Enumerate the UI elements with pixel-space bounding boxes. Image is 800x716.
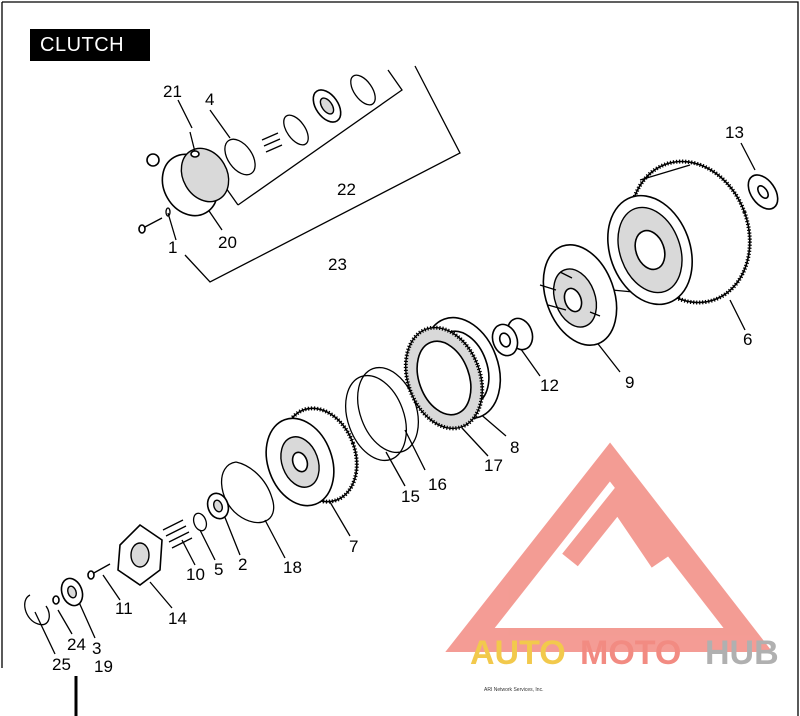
callout-1: 1 [168, 238, 177, 257]
copyright-text: ARI Network Services, Inc. [484, 687, 543, 693]
callout-14: 14 [168, 609, 187, 628]
callout-25: 25 [52, 655, 71, 674]
part-6-clutch-shell [607, 159, 752, 306]
callout-18: 18 [283, 558, 302, 577]
part-16-ring [357, 366, 419, 454]
part-24-pin [52, 595, 60, 605]
bracket-22 [237, 69, 403, 206]
watermark-moto: MOTO [580, 634, 681, 672]
callout-2: 2 [238, 555, 247, 574]
part-13-washer [747, 174, 779, 210]
callout-19: 19 [94, 657, 113, 676]
callout-20: 20 [218, 233, 237, 252]
callout-7: 7 [349, 537, 358, 556]
part-18-retaining-ring [220, 461, 275, 524]
part-9-clutch-hub [539, 243, 618, 347]
watermark-auto: AUTO [470, 634, 566, 672]
diagram-title: CLUTCH [30, 29, 150, 61]
part-4-oring [224, 138, 256, 176]
watermark-logo [445, 442, 773, 652]
callout-9: 9 [625, 373, 634, 392]
part-21-fitting [189, 131, 200, 158]
callout-labels: 21 4 1 20 22 23 13 6 9 12 8 17 16 15 7 1… [52, 82, 752, 676]
part-14-spring-plate [117, 523, 163, 586]
part-11-bolt [87, 563, 111, 580]
part-5-ring [192, 512, 208, 532]
part-20-cover [146, 147, 230, 217]
callout-24: 24 [67, 635, 86, 654]
part-2-adjuster [206, 492, 230, 520]
callout-11: 11 [115, 599, 133, 618]
callout-16: 16 [428, 475, 447, 494]
part-15-ring [345, 374, 407, 462]
part-12-spacer [491, 317, 534, 357]
callout-6: 6 [743, 330, 752, 349]
callout-8: 8 [510, 438, 519, 457]
callout-10: 10 [186, 565, 205, 584]
callout-12: 12 [540, 376, 559, 395]
part-25-snap-ring [24, 594, 50, 626]
callout-3: 3 [92, 639, 101, 658]
part-1-bolt [138, 207, 171, 234]
callout-22: 22 [337, 180, 356, 199]
part-22-components [261, 74, 376, 153]
callout-23: 23 [328, 255, 347, 274]
callout-17: 17 [484, 456, 503, 475]
leader-lines [34, 99, 756, 655]
part-17-friction-plates [403, 325, 485, 431]
part-3-bearing [60, 577, 84, 607]
part-10-spring [162, 519, 193, 549]
callout-4: 4 [205, 90, 214, 109]
part-7-pressure-plate [265, 406, 359, 507]
callout-21: 21 [163, 82, 182, 101]
callout-13: 13 [725, 123, 744, 142]
watermark-hub: HUB [705, 634, 779, 672]
bracket-23 [184, 65, 461, 283]
callout-5: 5 [214, 560, 223, 579]
callout-15: 15 [401, 487, 420, 506]
